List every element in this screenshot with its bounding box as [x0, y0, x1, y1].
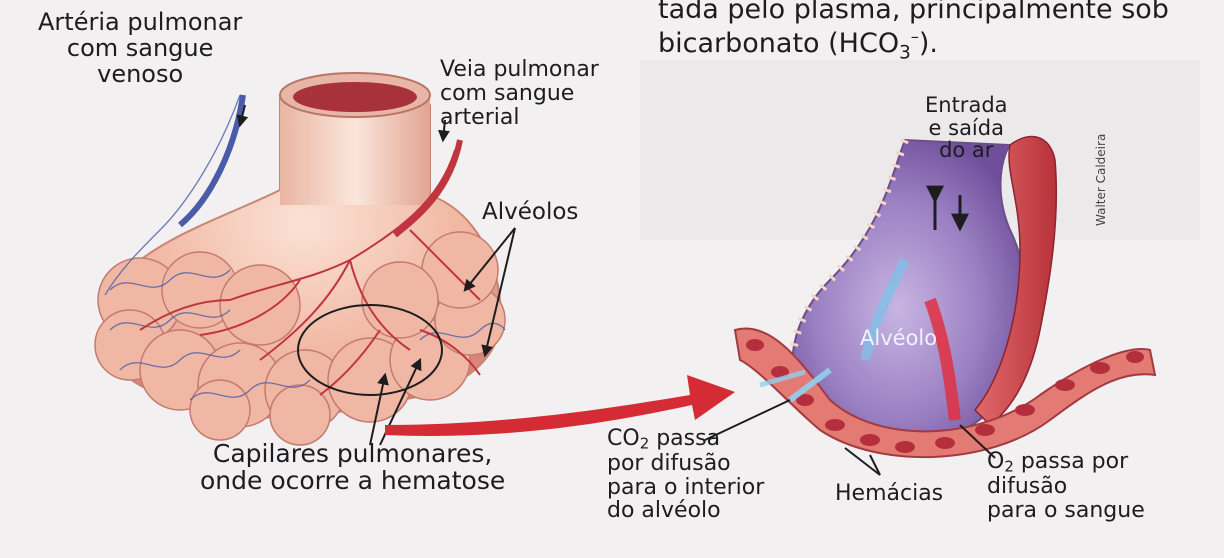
label-air-entry: Entrada e saída do ar: [925, 94, 1008, 162]
label-pulmonary-vein: Veia pulmonar com sangue arterial: [440, 58, 599, 129]
illustrator-credit: Walter Caldeira: [1094, 134, 1108, 226]
header-line2: bicarbonato (HCO3–).: [658, 28, 938, 59]
label-o2-diffusion: O2 passa por difusão para o sangue: [987, 450, 1145, 522]
label-alveoli: Alvéolos: [482, 200, 578, 225]
label-red-blood-cells: Hemácias: [835, 482, 943, 506]
label-alveolus: Alvéolo: [860, 327, 937, 350]
header-text: tada pelo plasma, principalmente sob bic…: [658, 0, 1169, 65]
header-line1: tada pelo plasma, principalmente sob: [658, 0, 1169, 25]
label-co2-diffusion: CO2 passa por difusão para o interior do…: [607, 427, 764, 523]
label-pulmonary-artery: Artéria pulmonar com sangue venoso: [38, 10, 242, 88]
label-capillaries: Capilares pulmonares, onde ocorre a hema…: [200, 440, 505, 494]
